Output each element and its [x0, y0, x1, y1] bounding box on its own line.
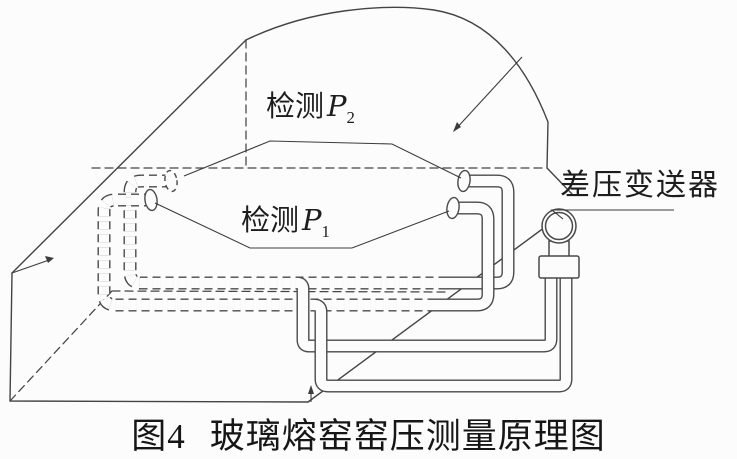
- transmitter-head-inner: [544, 211, 574, 241]
- furnace-right-corner-edge: [546, 167, 573, 195]
- leader-p1: [154, 202, 450, 249]
- leader-transmitter: [550, 209, 674, 220]
- hidden-edges: [9, 39, 548, 402]
- furnace-outline: [9, 6, 573, 403]
- transmitter-block: [538, 255, 580, 279]
- differential-pressure-transmitter-icon: [538, 208, 580, 279]
- label-p2-symbol: P: [327, 89, 347, 123]
- pipe-p2-hidden-bore: [124, 175, 451, 289]
- tap-p1-left-port: [144, 188, 158, 212]
- crown-arrow-head: [453, 122, 461, 132]
- figure-title: 玻璃熔窑窑压测量原理图: [209, 417, 606, 456]
- pressure-taps: [144, 169, 471, 220]
- wall-arrow-head: [45, 256, 54, 263]
- label-p1-subscript: 1: [321, 221, 330, 241]
- furnace-left-slope-edge: [11, 39, 247, 274]
- pipe-p2-to-transmitter-bore: [296, 274, 557, 352]
- label-p1-prefix: 检测: [241, 205, 300, 237]
- pipe-right-upper-tap: [446, 174, 515, 290]
- hidden-edge-floor-left: [9, 290, 113, 402]
- figure-caption: 图4 玻璃熔窑窑压测量原理图: [0, 408, 737, 459]
- pipes-visible: [296, 174, 573, 393]
- tap-p1-right-port: [446, 196, 460, 220]
- wall-arrow: [11, 258, 53, 274]
- furnace-left-and-bottom-edge: [9, 272, 309, 403]
- pipe-p1-hidden-bore: [98, 194, 436, 311]
- floor-arrow-head: [308, 385, 314, 394]
- pipe-p1-to-transmitter-bore: [313, 274, 572, 392]
- hidden-edge-floor-back: [111, 290, 449, 293]
- crown-arrow: [453, 56, 523, 132]
- label-p1-symbol: P: [302, 203, 322, 237]
- leader-p2: [183, 140, 462, 179]
- pipes-hidden: [97, 174, 451, 312]
- furnace-crown-curve: [245, 6, 549, 169]
- reference-arrows: [11, 56, 523, 402]
- label-transmitter: 差压变送器: [560, 169, 720, 202]
- figure-number: 图4: [131, 417, 186, 456]
- tap-p2-right-port: [457, 169, 471, 193]
- pipe-right-lower-tap-bore: [431, 202, 494, 311]
- label-leaders: [154, 140, 674, 249]
- label-p2-subscript: 2: [346, 107, 355, 127]
- label-p2-prefix: 检测: [266, 91, 325, 123]
- pipe-right-upper-tap-bore: [446, 175, 514, 289]
- tap-p2-left-port: [164, 169, 178, 193]
